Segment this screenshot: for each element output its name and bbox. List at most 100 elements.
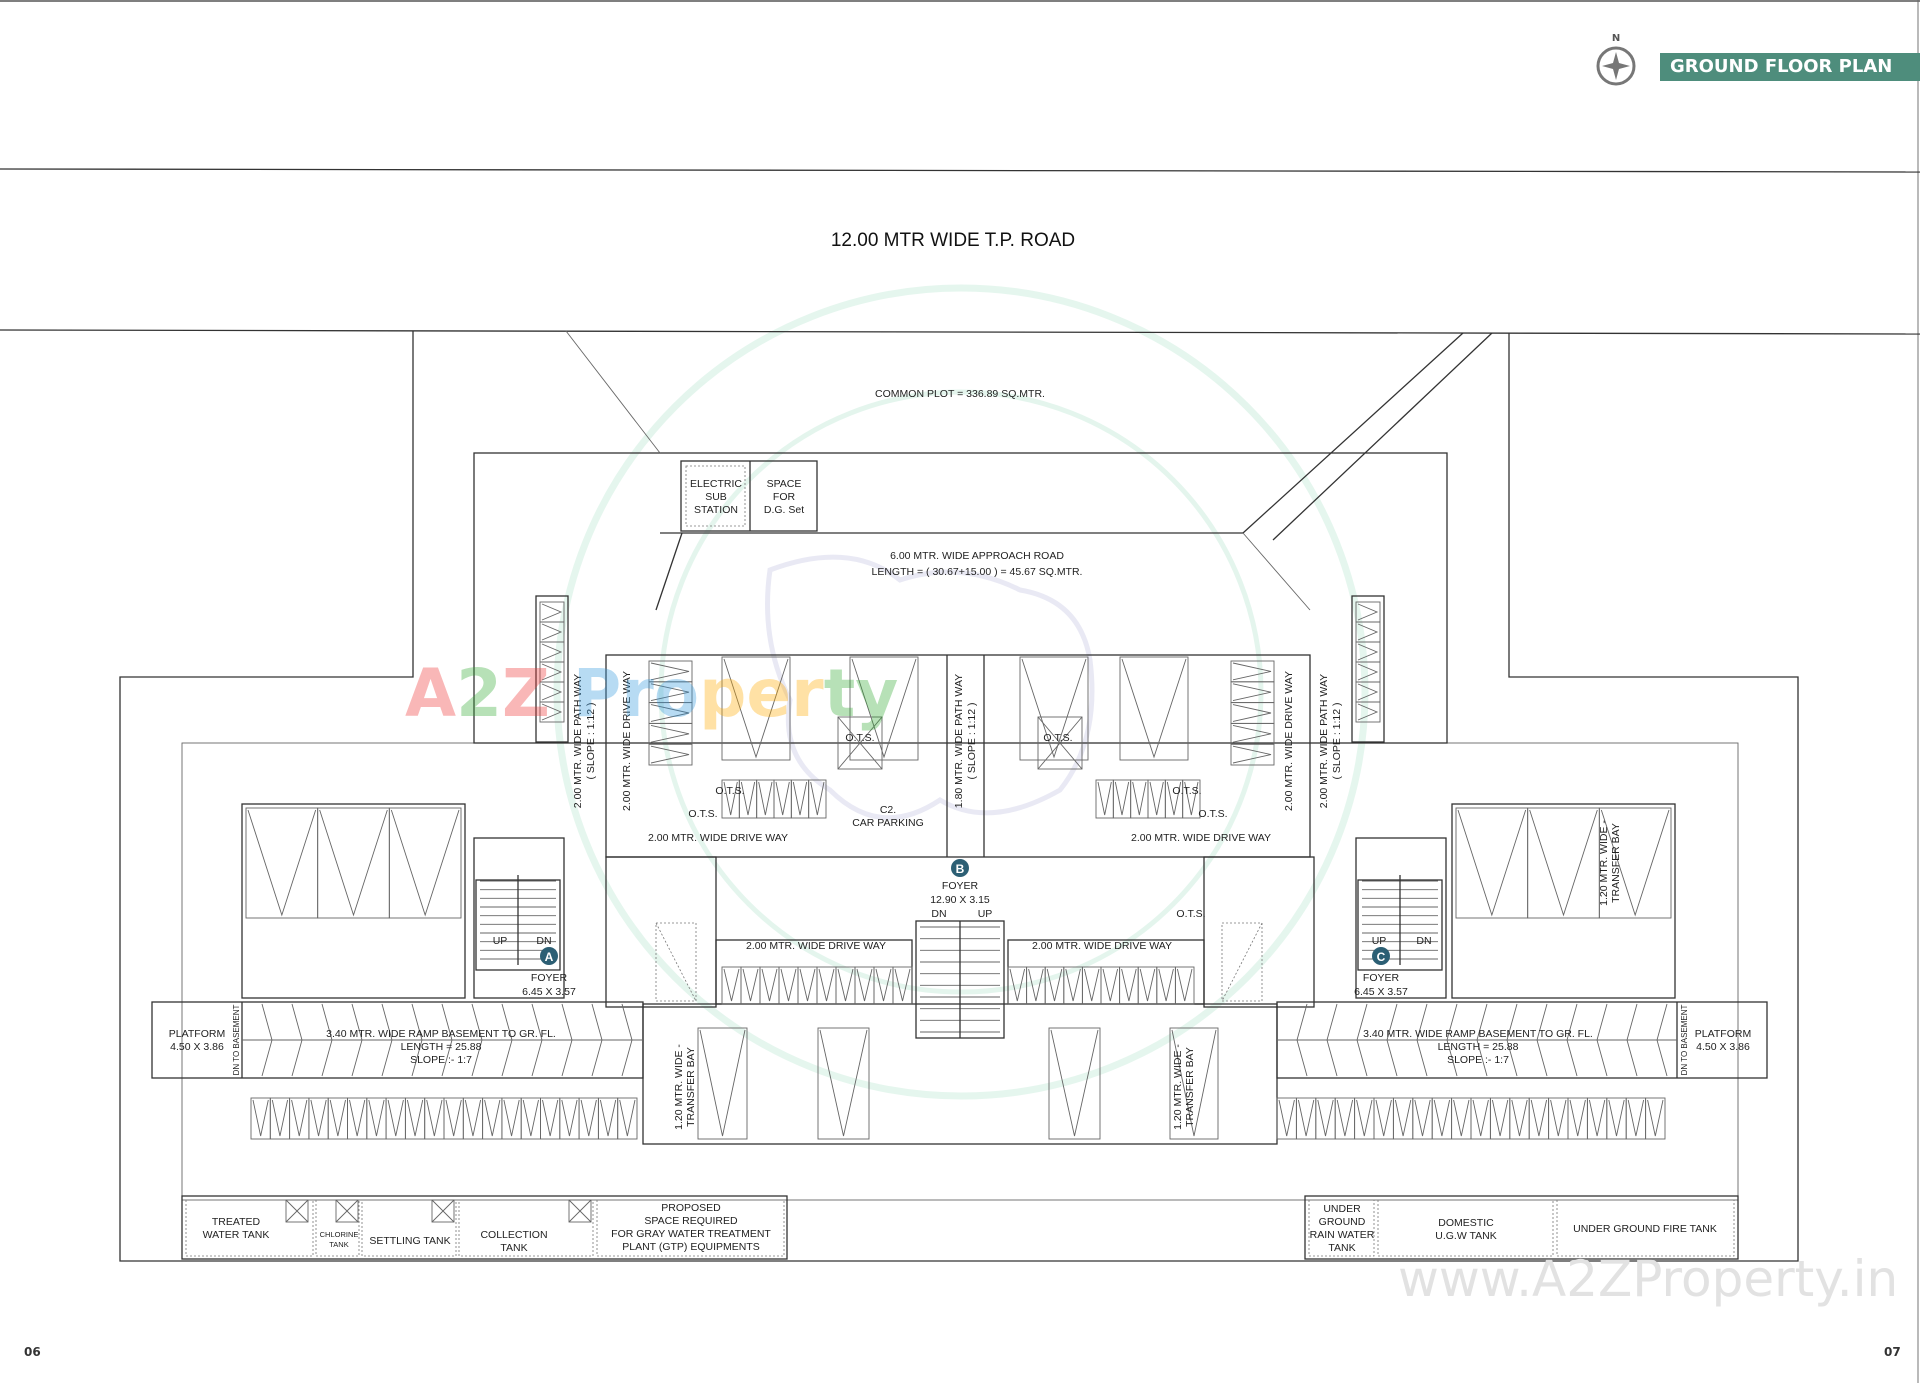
stall-outline [849, 656, 919, 761]
parking-stall [1295, 1097, 1317, 1140]
label-line: STATION [694, 504, 738, 516]
plot-boundary [119, 330, 1799, 1262]
parking-stall [648, 743, 693, 766]
parking-stall [1130, 779, 1149, 819]
parking-stall [1156, 966, 1176, 1005]
collection-tank-label: TANK [500, 1242, 527, 1254]
parking-stall [559, 1097, 580, 1140]
stall-mark [723, 968, 740, 1002]
stall-mark [1028, 968, 1044, 1002]
manhole-icon [431, 1199, 455, 1223]
manhole-icon [568, 1199, 592, 1223]
manhole-cross [431, 1199, 455, 1223]
label-line: 1.20 MTR. WIDE - [673, 1044, 685, 1130]
ramp-arrow [1356, 1003, 1368, 1077]
drive-way-label: 2.00 MTR. WIDE DRIVE WAY [648, 832, 788, 844]
parking-stall [245, 807, 319, 919]
drive-way-label: 2.00 MTR. WIDE DRIVE WAY [746, 940, 886, 952]
parking-stall [1470, 1097, 1491, 1140]
parking-stall [1645, 1097, 1666, 1140]
drive-way-vertical-left: 2.00 MTR. WIDE DRIVE WAY [621, 671, 633, 811]
label-line: ( SLOPE : 1:12 ) [1331, 702, 1343, 779]
gtp-label: FOR GRAY WATER TREATMENT [611, 1228, 771, 1240]
transfer-bay-label: 1.20 MTR. WIDE - TRANSFER BAY [1172, 1044, 1196, 1130]
parking-stall [740, 966, 761, 1005]
gtp-label: PROPOSED [661, 1202, 721, 1214]
badge-letter: C [1377, 950, 1386, 964]
stall-mark [819, 1029, 868, 1137]
stall-mark [310, 1099, 327, 1137]
parking-stall [1019, 656, 1089, 761]
parking-stall [308, 1097, 329, 1140]
drive-way-label: 2.00 MTR. WIDE DRIVE WAY [1131, 832, 1271, 844]
stall-mark [875, 968, 892, 1002]
parking-stall [892, 966, 913, 1005]
ramp-arrow [1656, 1003, 1668, 1077]
stall-mark [1232, 683, 1272, 702]
label-line: 1.80 MTR. WIDE PATH WAY [953, 674, 965, 808]
stall-mark [1021, 658, 1087, 759]
badge-letter: B [956, 862, 965, 876]
stall-outline [808, 779, 827, 819]
treated-tank-label: TREATED [212, 1216, 261, 1228]
stall-outline [697, 1027, 748, 1140]
gtp-label: PLANT (GTP) EQUIPMENTS [622, 1241, 760, 1253]
stall-mark [1166, 781, 1182, 816]
ramp-left-label: 3.40 MTR. WIDE RAMP BASEMENT TO GR. FL. [326, 1028, 556, 1040]
parking-stall [1182, 779, 1201, 819]
label-line: 1.20 MTR. WIDE - [1172, 1044, 1184, 1130]
parking-stall [1334, 1097, 1356, 1140]
parking-stall [424, 1097, 445, 1140]
parking-stall [388, 807, 462, 919]
parking-stall [1276, 1097, 1297, 1140]
stall-mark [1453, 1099, 1470, 1137]
ramp-arrow [1446, 1003, 1458, 1077]
parking-stall [1119, 656, 1189, 761]
parking-stall [1315, 1097, 1336, 1140]
stall-mark [1232, 724, 1272, 743]
stall-mark [1433, 1099, 1451, 1137]
chlorine-tank-label: TANK [329, 1240, 348, 1249]
stall-mark [1121, 968, 1137, 1002]
stall-mark [650, 683, 690, 702]
stall-mark [723, 658, 789, 759]
parking-stall [1119, 966, 1139, 1005]
ramp-arrow [1596, 1003, 1608, 1077]
stall-mark [1102, 968, 1119, 1002]
page-number-right: 07 [1884, 1345, 1901, 1359]
rain-tank-label: UNDER [1323, 1203, 1361, 1215]
stall-mark [1357, 643, 1379, 661]
car-parking-label: CAR PARKING [852, 817, 924, 829]
stall-mark [541, 683, 563, 701]
stall-outline [317, 807, 390, 919]
manhole-cross [285, 1199, 309, 1223]
label-line: SPACE [767, 478, 802, 490]
stall-mark [1149, 781, 1164, 816]
stall-mark [650, 704, 690, 722]
ots-label: O.T.S. [845, 732, 874, 744]
stall-outline [1174, 966, 1195, 1005]
stall-mark [387, 1099, 404, 1137]
label-line: 2.00 MTR. WIDE PATH WAY [572, 674, 584, 808]
parking-stall [385, 1097, 406, 1140]
stall-mark [1065, 968, 1081, 1002]
gtp-label: SPACE REQUIRED [644, 1215, 738, 1227]
path-way-right-label: 2.00 MTR. WIDE PATH WAY ( SLOPE : 1:12 ) [1318, 674, 1343, 808]
stall-mark [818, 968, 835, 1002]
stall-mark [1009, 968, 1026, 1002]
parking-stall [1567, 1097, 1588, 1140]
parking-stall [366, 1097, 387, 1140]
stall-mark [319, 809, 388, 917]
stall-mark [1375, 1099, 1392, 1137]
parking-stall [1455, 807, 1529, 919]
stall-mark [599, 1099, 617, 1137]
foyer-size: 6.45 X 3.57 [522, 986, 576, 998]
settling-tank-label: SETTLING TANK [369, 1235, 450, 1247]
label-line: D.G. Set [764, 504, 804, 516]
ramp-arrow [1506, 1003, 1518, 1077]
ramp-arrow [411, 1003, 423, 1077]
parking-stall [501, 1097, 522, 1140]
stall-mark [1171, 1029, 1217, 1137]
